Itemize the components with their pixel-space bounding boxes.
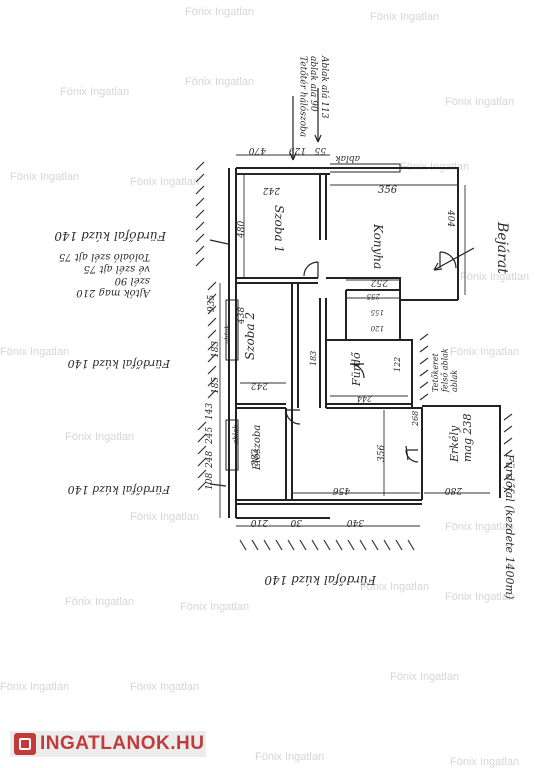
- dim-furdo-v: 183: [309, 351, 318, 366]
- dim-left-108: 108: [205, 473, 215, 490]
- dim-szoba1-h: 480: [237, 221, 247, 239]
- watermark-23: Fönix Ingatlan: [450, 756, 519, 768]
- dim-right-268: 268: [411, 411, 420, 427]
- doors: [285, 251, 457, 463]
- dim-left-383: 383: [251, 449, 261, 466]
- dim-left-245: 245: [205, 427, 215, 445]
- dim-left-143: 143: [205, 403, 215, 420]
- dimension-labels: 470 129 55 ablak 242 356 480 404 935 438…: [205, 145, 463, 527]
- note-bottom: Fürdőfal kúzd 140: [264, 573, 377, 587]
- dim-hall-d2: 155: [370, 308, 384, 316]
- wall-hatching-right: [419, 333, 513, 493]
- note-right-vertical: Fürdőfal (kezdete 1400m): [503, 453, 516, 599]
- watermark-3: Fönix Ingatlan: [60, 86, 129, 98]
- note-left-notes: Ajtók mag 210szél 90vé szél ajt 75Tolóal…: [59, 251, 151, 298]
- dim-left-183: 183: [211, 341, 221, 358]
- room-label-szoba2: Szoba 2: [243, 312, 257, 360]
- watermark-1: Fönix Ingatlan: [185, 6, 254, 18]
- dim-left-248: 248: [205, 451, 215, 469]
- note-left-wall1: Fürdőfal kúzd 140: [54, 229, 167, 243]
- wall-hatching-left: [195, 161, 217, 491]
- note-top-right: Ablak alá 113ablak alá 90Tetőtér hálószo…: [297, 55, 330, 137]
- watermark-15: Fönix Ingatlan: [65, 596, 134, 608]
- dim-ablak-top: ablak: [335, 153, 360, 163]
- watermark-17: Fönix Ingatlan: [360, 581, 429, 593]
- room-label-furdo: Fürdő: [350, 351, 363, 387]
- watermark-13: Fönix Ingatlan: [130, 511, 199, 523]
- watermark-7: Fönix Ingatlan: [130, 176, 199, 188]
- room-label-szoba1: Szoba 1: [272, 205, 286, 253]
- dim-eloszoba-h: 356: [377, 445, 387, 462]
- note-left-wall3: Fürdőfal kúzd 140: [68, 483, 171, 496]
- annotation-arrows: [209, 88, 475, 487]
- note-right-small: Tetőkeretfelső ablakablak: [431, 348, 459, 393]
- watermark-14: Fönix Ingatlan: [445, 521, 514, 533]
- dim-bottom-210: 210: [251, 517, 269, 527]
- label-bejarat: Bejárat: [494, 221, 510, 274]
- dim-furdo-h: 122: [393, 357, 402, 372]
- room-label-konyha: Konyha: [371, 223, 385, 269]
- dim-left-185: 185: [211, 377, 221, 394]
- dim-ablak-left1: ablak: [224, 325, 232, 344]
- dim-bottom-30: 30: [290, 517, 302, 527]
- room-label-eloszoba: Előszoba: [252, 425, 263, 471]
- note-left-wall2: Fürdőfal kúzd 140: [68, 357, 171, 370]
- house-icon: [14, 733, 36, 755]
- walls: [228, 167, 501, 519]
- dim-left-438: 438: [237, 307, 247, 325]
- watermark-11: Fönix Ingatlan: [450, 346, 519, 358]
- watermark-19: Fönix Ingatlan: [0, 681, 69, 693]
- watermark-4: Fönix Ingatlan: [185, 76, 254, 88]
- dim-furdo-w: 244: [357, 394, 373, 403]
- dim-eloszoba-w: 456: [333, 485, 351, 495]
- watermark-20: Fönix Ingatlan: [130, 681, 199, 693]
- wall-hatching-bottom: [239, 539, 415, 551]
- dim-top-b: 129: [289, 145, 306, 155]
- dim-top-a: 470: [249, 145, 267, 155]
- dim-konyha-bottom: 252: [371, 277, 389, 287]
- dimension-lines: [219, 154, 490, 527]
- ingatlanok-logo: INGATLANOK.HU: [10, 731, 206, 757]
- room-label-erkely: Erkélymag 238: [448, 413, 474, 463]
- watermark-6: Fönix Ingatlan: [10, 171, 79, 183]
- dim-hall-d1: 255: [366, 292, 381, 300]
- watermark-18: Fönix Ingatlan: [445, 591, 514, 603]
- dim-ablak-left2: ablak: [232, 425, 240, 444]
- watermark-12: Fönix Ingatlan: [65, 431, 134, 443]
- dim-left-935: 935: [207, 295, 217, 312]
- watermark-22: Fönix Ingatlan: [255, 751, 324, 763]
- windows: [225, 163, 401, 471]
- dim-konyha-w: 356: [378, 185, 398, 196]
- watermark-16: Fönix Ingatlan: [180, 601, 249, 613]
- dim-szoba1-w: 242: [263, 185, 281, 195]
- dim-top-c: 55: [314, 145, 326, 155]
- dim-szoba2-w: 242: [251, 380, 269, 390]
- logo-text: INGATLANOK.HU: [40, 733, 205, 754]
- watermark-9: Fönix Ingatlan: [460, 271, 529, 283]
- watermark-21: Fönix Ingatlan: [390, 671, 459, 683]
- dim-konyha-h: 404: [445, 209, 455, 227]
- watermarks: Fönix Ingatlan Fönix Ingatlan Fönix Inga…: [0, 6, 529, 768]
- watermark-5: Fönix Ingatlan: [445, 96, 514, 108]
- dim-erkely-w: 280: [445, 485, 463, 495]
- watermark-10: Fönix Ingatlan: [0, 346, 69, 358]
- dim-hall-d3: 120: [370, 324, 384, 332]
- watermark-2: Fönix Ingatlan: [370, 11, 439, 23]
- dim-bottom-340: 340: [347, 517, 364, 527]
